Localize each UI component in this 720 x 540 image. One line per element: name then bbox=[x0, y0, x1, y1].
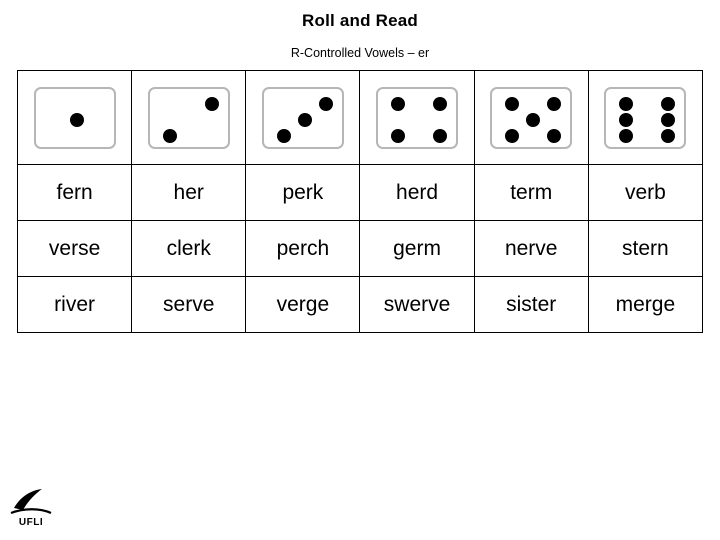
die-4-icon bbox=[376, 86, 459, 149]
word-row: river serve verge swerve sister merge bbox=[16, 276, 704, 333]
word-cell: verge bbox=[245, 276, 361, 333]
word-cell: germ bbox=[359, 220, 475, 277]
ufli-logo-icon bbox=[10, 489, 52, 515]
word-cell: serve bbox=[131, 276, 247, 333]
dice-cell-3 bbox=[245, 70, 361, 165]
word-cell: sister bbox=[473, 276, 589, 333]
die-2-icon bbox=[147, 86, 230, 149]
word-row: fern her perk herd term verb bbox=[16, 164, 704, 221]
dice-cell-2 bbox=[131, 70, 247, 165]
word-cell: swerve bbox=[359, 276, 475, 333]
dice-header-row bbox=[16, 70, 704, 165]
word-row: verse clerk perch germ nerve stern bbox=[16, 220, 704, 277]
die-6-icon bbox=[604, 86, 687, 149]
word-cell: river bbox=[16, 276, 133, 333]
word-cell: her bbox=[131, 164, 247, 221]
die-5-icon bbox=[490, 86, 573, 149]
word-cell: verse bbox=[16, 220, 133, 277]
word-cell: clerk bbox=[131, 220, 247, 277]
dice-cell-5 bbox=[473, 70, 589, 165]
word-cell: perk bbox=[245, 164, 361, 221]
die-3-icon bbox=[261, 86, 344, 149]
dice-cell-6 bbox=[587, 70, 704, 165]
word-cell: stern bbox=[587, 220, 704, 277]
die-1-icon bbox=[33, 86, 116, 149]
word-cell: fern bbox=[16, 164, 133, 221]
word-cell: herd bbox=[359, 164, 475, 221]
word-cell: nerve bbox=[473, 220, 589, 277]
page-title: Roll and Read bbox=[302, 11, 418, 30]
roll-and-read-table: fern her perk herd term verb verse clerk… bbox=[16, 70, 704, 333]
word-cell: term bbox=[473, 164, 589, 221]
word-cell: verb bbox=[587, 164, 704, 221]
dice-cell-1 bbox=[16, 70, 133, 165]
ufli-logo-label: UFLI bbox=[18, 517, 44, 528]
word-cell: perch bbox=[245, 220, 361, 277]
dice-cell-4 bbox=[359, 70, 475, 165]
word-cell: merge bbox=[587, 276, 704, 333]
page-subtitle: R-Controlled Vowels – er bbox=[290, 46, 430, 60]
